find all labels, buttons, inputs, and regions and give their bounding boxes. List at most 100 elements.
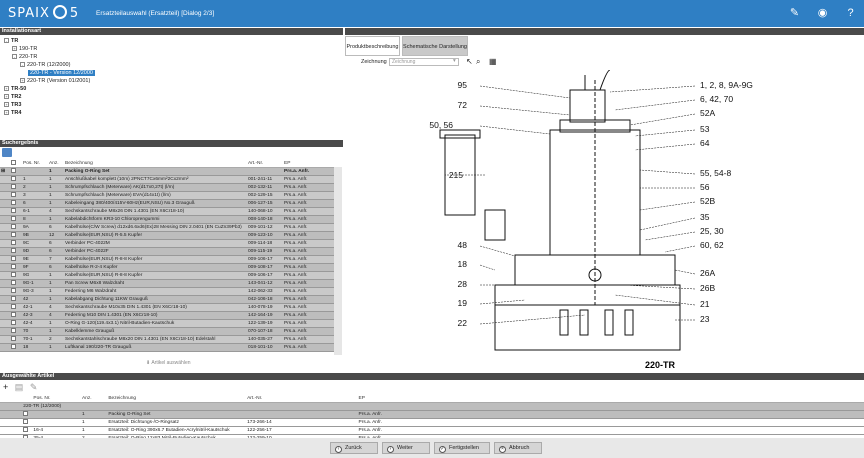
col-bezeichnung[interactable]: Bezeichnung	[64, 160, 247, 168]
zeichnung-select[interactable]: Zeichnung	[389, 58, 459, 66]
group-row[interactable]: 220-TR (12/2000)	[0, 402, 864, 411]
row-checkbox[interactable]	[11, 168, 16, 174]
col-pos[interactable]: Pos. Nr.	[22, 160, 48, 168]
expand-icon[interactable]: +	[20, 78, 25, 83]
tree-node[interactable]: +TR3	[4, 101, 21, 109]
row-checkbox[interactable]	[11, 256, 16, 262]
results-scrollbar[interactable]	[334, 167, 342, 355]
row-checkbox[interactable]	[11, 192, 16, 198]
row-checkbox[interactable]	[11, 336, 16, 342]
tree-node[interactable]: -220-TR (12/2000)	[20, 61, 70, 69]
row-checkbox[interactable]	[11, 240, 16, 246]
expand-icon[interactable]: -	[20, 62, 25, 67]
row-checkbox[interactable]	[11, 232, 16, 238]
col-artnr[interactable]: Art.-Nr.	[247, 160, 283, 168]
col-anz[interactable]: Anz.	[48, 160, 64, 168]
cancel-button[interactable]: ×Abbruch	[494, 442, 542, 454]
row-checkbox[interactable]	[11, 224, 16, 230]
tools-icon[interactable]: ✎	[789, 7, 800, 19]
globe-icon[interactable]: ◉	[817, 7, 828, 19]
edit-icon[interactable]: ✎	[29, 382, 38, 392]
expand-icon[interactable]: +	[4, 86, 9, 91]
installation-tree[interactable]: -TR+190-TR-220-TR-220-TR (12/2000)220-TR…	[0, 36, 343, 140]
zoom-icon[interactable]: ⌕	[476, 57, 481, 66]
finish-button[interactable]: ✓Fertigstellen	[434, 442, 490, 454]
row-checkbox[interactable]	[23, 427, 29, 433]
row-checkbox[interactable]	[11, 176, 16, 182]
row-checkbox[interactable]	[11, 184, 16, 190]
grid-icon[interactable]: ▦	[489, 57, 497, 66]
tree-node[interactable]: -TR	[4, 37, 18, 45]
sel-col-anz[interactable]: Anz.	[81, 395, 108, 403]
expand-icon[interactable]: -	[12, 54, 17, 59]
row-checkbox[interactable]	[11, 272, 16, 278]
row-checkbox[interactable]	[11, 312, 16, 318]
row-checkbox[interactable]	[11, 280, 16, 286]
search-tool-icon[interactable]	[2, 148, 12, 157]
help-icon[interactable]: ?	[847, 7, 854, 19]
row-checkbox[interactable]	[11, 344, 16, 350]
row-checkbox[interactable]	[23, 411, 29, 417]
delete-icon[interactable]: ▤	[14, 382, 24, 392]
tree-node[interactable]: +TR4	[4, 109, 21, 117]
expand-icon[interactable]: +	[4, 110, 9, 115]
row-checkbox[interactable]	[11, 200, 16, 206]
select-all-checkbox[interactable]	[11, 160, 16, 166]
next-button[interactable]: ›Weiter	[382, 442, 430, 454]
sel-col-artnr[interactable]: Art.-Nr.	[246, 395, 358, 403]
tree-node[interactable]: +220-TR (Version 01/2001)	[20, 77, 90, 85]
sel-col-pos[interactable]: Pos. Nr.	[32, 395, 82, 403]
row-checkbox[interactable]	[11, 216, 16, 222]
back-button[interactable]: ‹Zurück	[330, 442, 378, 454]
row-checkbox[interactable]	[11, 328, 16, 334]
tree-node[interactable]: 220-TR - Version 12/2000	[28, 69, 95, 77]
row-checkbox[interactable]	[11, 288, 16, 294]
row-checkbox[interactable]	[11, 208, 16, 214]
expand-icon[interactable]: -	[4, 38, 9, 43]
row-checkbox[interactable]	[23, 419, 29, 425]
expand-icon[interactable]: +	[4, 102, 9, 107]
tree-node[interactable]: -220-TR	[12, 53, 37, 61]
expand-icon[interactable]: +	[4, 94, 9, 99]
tree-node[interactable]: +190-TR	[12, 45, 37, 53]
sel-col-ep[interactable]: EP	[357, 395, 864, 403]
sel-col-bezeichnung[interactable]: Bezeichnung	[107, 395, 247, 403]
expand-icon[interactable]: +	[12, 46, 17, 51]
tab-produktbeschreibung[interactable]: Produktbeschreibung	[345, 36, 400, 56]
row-checkbox[interactable]	[11, 296, 16, 302]
row-checkbox[interactable]	[11, 304, 16, 310]
tab-schematische-darstellung[interactable]: Schematische Darstellung	[402, 36, 468, 56]
add-icon[interactable]: +	[3, 382, 9, 392]
col-ep[interactable]: EP	[283, 160, 340, 168]
row-checkbox[interactable]	[11, 248, 16, 254]
pointer-icon[interactable]: ↖	[466, 57, 473, 66]
row-checkbox[interactable]	[11, 320, 16, 326]
row-checkbox[interactable]	[11, 264, 16, 270]
tree-node[interactable]: +TR-50	[4, 85, 26, 93]
